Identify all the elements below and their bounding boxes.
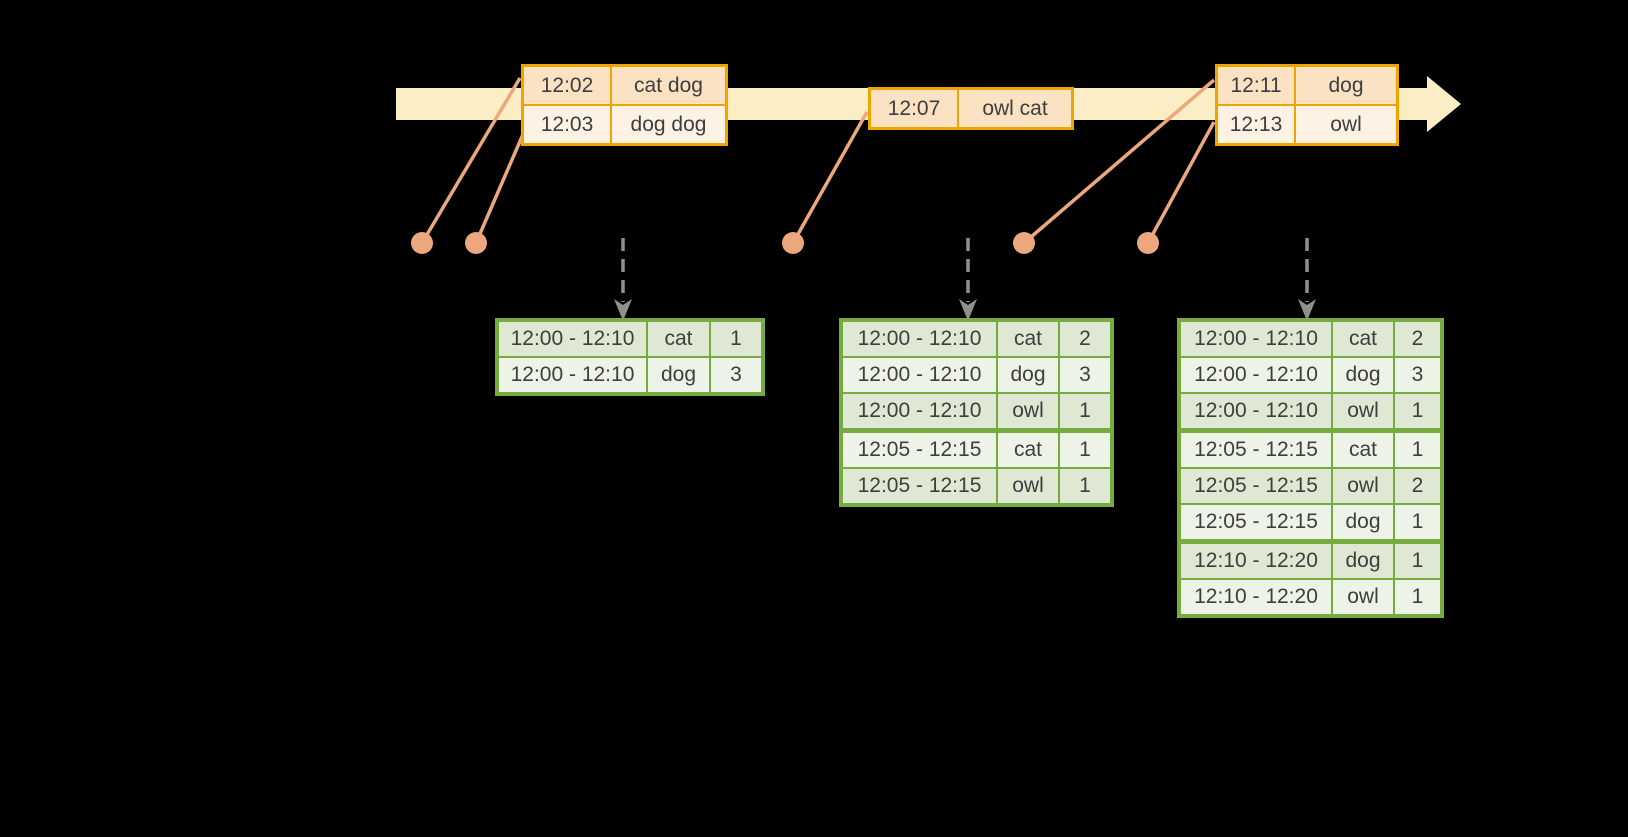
count-cell: 3 xyxy=(1060,358,1110,392)
dashed-arrow xyxy=(614,238,632,321)
event-time-cell: 12:13 xyxy=(1218,106,1294,143)
word-cell: owl xyxy=(998,394,1058,428)
word-cell: cat xyxy=(648,322,709,356)
count-cell: 2 xyxy=(1395,322,1440,356)
event-time-cell: 12:07 xyxy=(871,90,957,127)
connector-line xyxy=(1146,121,1216,244)
word-cell: dog xyxy=(1333,544,1393,578)
window-cell: 12:00 - 12:10 xyxy=(1181,358,1331,392)
word-cell: cat xyxy=(1333,433,1393,467)
count-cell: 1 xyxy=(711,322,761,356)
event-dot xyxy=(782,232,804,254)
word-cell: cat xyxy=(998,322,1058,356)
word-cell: cat xyxy=(998,433,1058,467)
count-cell: 1 xyxy=(1060,469,1110,503)
event-dot xyxy=(411,232,433,254)
count-cell: 1 xyxy=(1395,580,1440,614)
connector-line xyxy=(474,131,526,244)
word-cell: cat xyxy=(1333,322,1393,356)
count-cell: 1 xyxy=(1395,394,1440,428)
word-cell: dog xyxy=(998,358,1058,392)
window-cell: 12:05 - 12:15 xyxy=(1181,433,1331,467)
dashed-arrow xyxy=(1298,238,1316,321)
word-cell: owl xyxy=(998,469,1058,503)
window-cell: 12:00 - 12:10 xyxy=(499,358,646,392)
connector-line xyxy=(791,111,869,244)
window-cell: 12:00 - 12:10 xyxy=(1181,394,1331,428)
count-cell: 1 xyxy=(1060,394,1110,428)
window-cell: 12:00 - 12:10 xyxy=(843,358,996,392)
event-time-cell: 12:03 xyxy=(524,106,610,143)
count-cell: 3 xyxy=(711,358,761,392)
count-cell: 1 xyxy=(1395,433,1440,467)
window-cell: 12:00 - 12:10 xyxy=(1181,322,1331,356)
word-cell: dog xyxy=(1333,358,1393,392)
word-cell: owl xyxy=(1333,580,1393,614)
window-cell: 12:00 - 12:10 xyxy=(843,322,996,356)
window-cell: 12:05 - 12:15 xyxy=(843,433,996,467)
count-cell: 2 xyxy=(1060,322,1110,356)
event-words-cell: dog xyxy=(1296,67,1396,104)
window-cell: 12:05 - 12:15 xyxy=(1181,505,1331,539)
event-time-cell: 12:02 xyxy=(524,67,610,104)
event-dot xyxy=(1137,232,1159,254)
event-dot xyxy=(1013,232,1035,254)
window-cell: 12:00 - 12:10 xyxy=(843,394,996,428)
window-cell: 12:10 - 12:20 xyxy=(1181,544,1331,578)
window-cell: 12:10 - 12:20 xyxy=(1181,580,1331,614)
word-cell: dog xyxy=(1333,505,1393,539)
event-dot xyxy=(465,232,487,254)
window-cell: 12:05 - 12:15 xyxy=(1181,469,1331,503)
count-cell: 2 xyxy=(1395,469,1440,503)
event-words-cell: dog dog xyxy=(612,106,725,143)
window-cell: 12:05 - 12:15 xyxy=(843,469,996,503)
count-cell: 1 xyxy=(1395,544,1440,578)
event-words-cell: cat dog xyxy=(612,67,725,104)
event-words-cell: owl cat xyxy=(959,90,1071,127)
timeline-arrowhead-icon xyxy=(1427,76,1461,132)
word-cell: owl xyxy=(1333,394,1393,428)
word-cell: owl xyxy=(1333,469,1393,503)
word-cell: dog xyxy=(648,358,709,392)
dashed-arrow xyxy=(959,238,977,321)
count-cell: 1 xyxy=(1395,505,1440,539)
event-words-cell: owl xyxy=(1296,106,1396,143)
count-cell: 1 xyxy=(1060,433,1110,467)
count-cell: 3 xyxy=(1395,358,1440,392)
window-cell: 12:00 - 12:10 xyxy=(499,322,646,356)
event-time-cell: 12:11 xyxy=(1218,67,1294,104)
